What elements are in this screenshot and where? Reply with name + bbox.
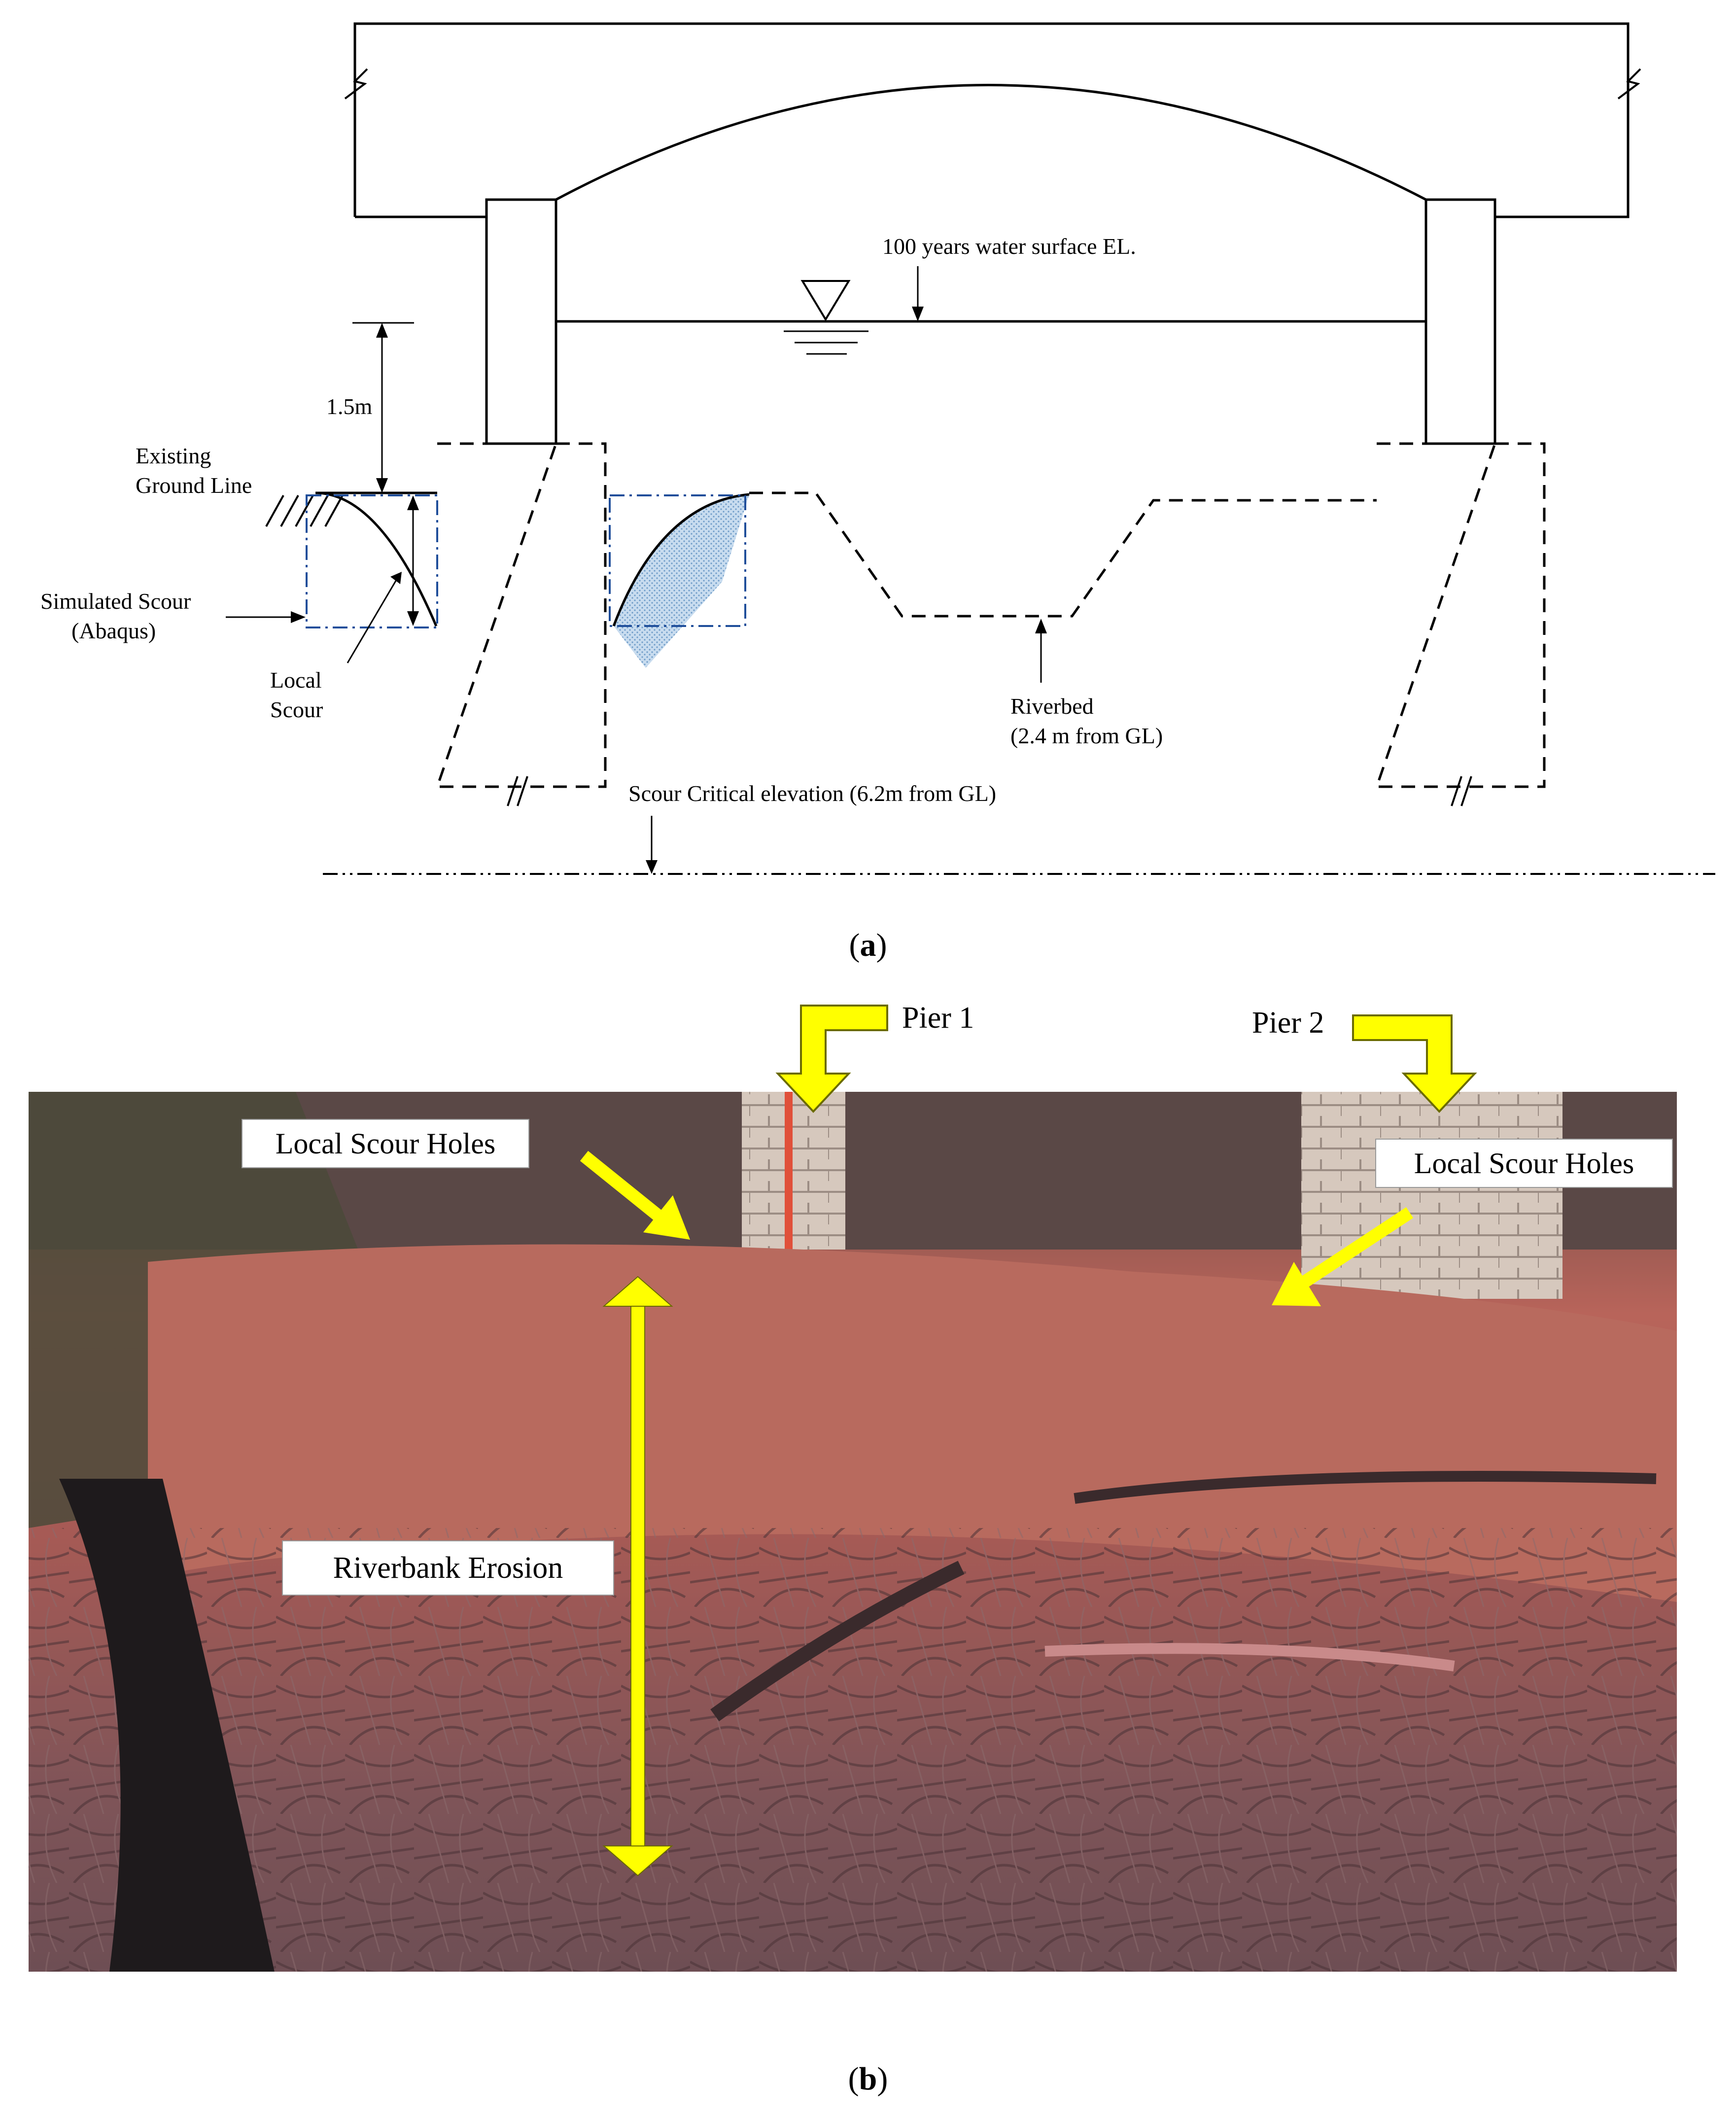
riverbed-label-1: Riverbed	[1010, 694, 1094, 719]
pier-1-photo	[742, 1092, 845, 1250]
simulated-scour-label-2: (Abaqus)	[71, 618, 156, 643]
local-scour-arrow	[347, 572, 402, 663]
foundation-break-marks	[507, 776, 1472, 806]
simulated-scour-box-left	[306, 494, 438, 628]
scour-holes-label-right: Local Scour Holes	[1375, 1139, 1673, 1188]
pier-right	[1424, 198, 1496, 445]
pier-2-arrow	[1352, 1014, 1477, 1113]
pier-left	[485, 198, 557, 445]
caption-b: (b)	[848, 2061, 888, 2097]
bridge-scour-diagram: 100 years water surface EL. Riverbed (2.…	[40, 22, 1715, 875]
dimension-1-5m	[352, 322, 414, 493]
local-scour-label-2: Scour	[270, 697, 323, 722]
pier-1-arrow	[775, 1005, 888, 1113]
scour-holes-label-left: Local Scour Holes	[242, 1119, 529, 1168]
dimension-label: 1.5m	[326, 394, 373, 419]
ground-line-label-2: Ground Line	[136, 473, 252, 498]
local-scour-curve-right	[612, 493, 750, 626]
riverbed-label-2: (2.4 m from GL)	[1010, 723, 1163, 748]
critical-arrow	[646, 816, 658, 874]
bridge-deck	[344, 22, 1641, 218]
simulated-scour-box-right	[609, 494, 746, 627]
local-scour-curve-left	[315, 491, 438, 626]
foundation-outlines	[435, 442, 1546, 788]
water-surface-label: 100 years water surface EL.	[882, 234, 1136, 259]
water-surface-line	[556, 266, 1426, 355]
local-scour-label-1: Local	[270, 667, 322, 693]
riverbank-erosion-arrow	[602, 1276, 673, 1877]
simulated-scour-label-1: Simulated Scour	[40, 589, 191, 614]
scour-hole-arrow-right	[1272, 1207, 1414, 1306]
existing-ground	[265, 491, 437, 527]
simulated-scour-arrow	[226, 611, 306, 623]
ground-line-label-1: Existing	[136, 443, 211, 468]
simulated-scour-shading	[614, 494, 749, 668]
caption-a: (a)	[849, 927, 887, 963]
critical-elevation-label: Scour Critical elevation (6.2m from GL)	[628, 781, 996, 806]
riverbed-arrow	[1035, 619, 1047, 683]
pier-1-label: Pier 1	[902, 1001, 974, 1035]
riverbank-erosion-label: Riverbank Erosion	[282, 1540, 614, 1596]
photo-frame	[29, 1092, 1677, 1972]
riverbed-profile	[749, 491, 1377, 618]
pier-2-label: Pier 2	[1252, 1006, 1324, 1040]
scour-hole-arrow-left	[580, 1150, 690, 1240]
field-photo	[29, 1005, 1677, 1972]
pier-2-photo	[1301, 1092, 1562, 1299]
local-scour-depth	[407, 495, 419, 626]
